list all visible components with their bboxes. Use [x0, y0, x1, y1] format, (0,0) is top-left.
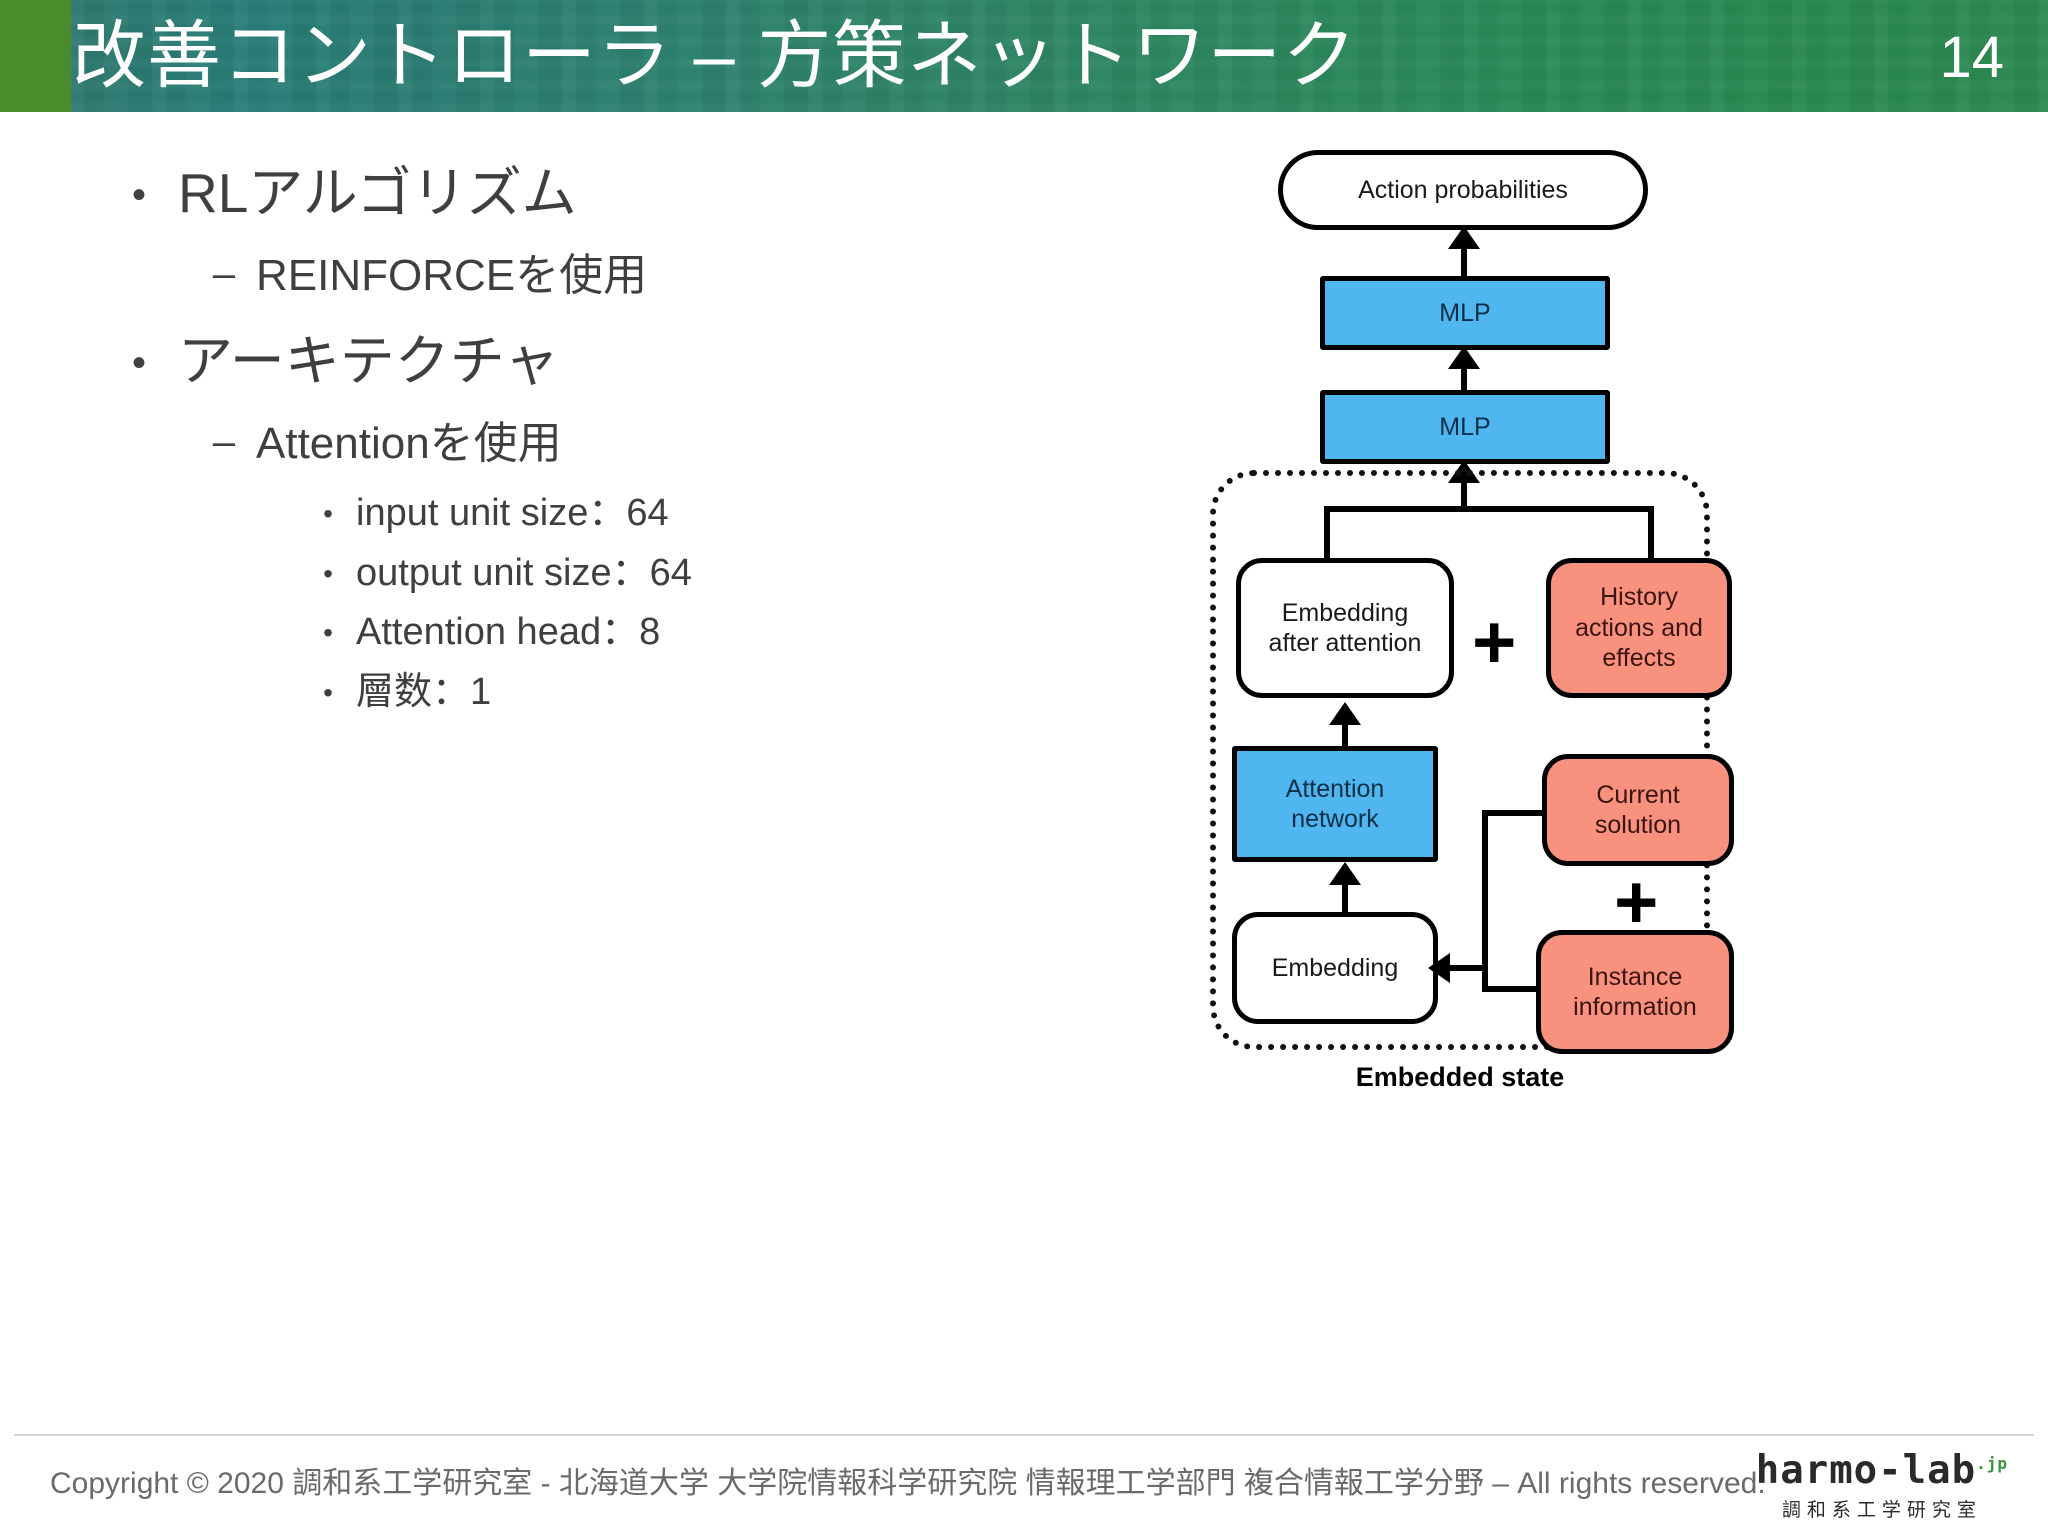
- node-mlp-bottom: MLP: [1320, 390, 1610, 464]
- list-item: • input unit size：64: [300, 492, 692, 536]
- bullet-rl-algorithm-label: RLアルゴリズム: [178, 162, 577, 224]
- harmo-lab-logo: harmo-lab.jp 調和系工学研究室: [1756, 1448, 2008, 1522]
- logo-wordmark-text: harmo-lab: [1755, 1448, 1977, 1493]
- merge-bus-line: [1324, 506, 1654, 512]
- node-action-probabilities: Action probabilities: [1278, 150, 1648, 230]
- bullet-marker-level3: •: [323, 617, 333, 649]
- bullet-marker-level1: •: [131, 173, 146, 217]
- node-label-line1: Instance: [1587, 962, 1683, 991]
- node-label-line2: information: [1573, 993, 1697, 1021]
- bullet-marker-level3: •: [323, 557, 333, 589]
- bullet-group-rl-algorithm: • RLアルゴリズム – REINFORCEを使用: [100, 162, 647, 302]
- bullet-marker-level2: –: [212, 420, 236, 465]
- hyperparam-output-unit-size: output unit size：64: [356, 551, 692, 594]
- edge-arrowhead: [1329, 862, 1361, 885]
- edge-line: [1461, 464, 1467, 510]
- hyperparam-attention-head: Attention head：8: [356, 611, 661, 654]
- node-label: Embedding: [1271, 953, 1399, 982]
- node-label: MLP: [1439, 412, 1491, 441]
- node-history-actions-and-effects: History actions and effects: [1546, 558, 1732, 698]
- bullet-marker-level1: •: [131, 341, 146, 385]
- bullet-reinforce: – REINFORCEを使用: [192, 251, 647, 302]
- node-label-line3: effects: [1602, 644, 1676, 673]
- edge-arrowhead: [1329, 702, 1361, 725]
- node-embedding: Embedding: [1232, 912, 1438, 1024]
- node-label: Action probabilities: [1358, 175, 1568, 204]
- edge-line: [1450, 965, 1486, 971]
- edge-arrowhead: [1448, 346, 1480, 369]
- edge-line: [1482, 810, 1488, 992]
- bullet-marker-level3: •: [323, 676, 333, 708]
- slide-title: 改善コントローラ – 方策ネットワーク: [72, 14, 1358, 97]
- node-current-solution: Current solution: [1542, 754, 1734, 866]
- node-label-line2: solution: [1594, 811, 1682, 839]
- logo-subtitle: 調和系工学研究室: [1781, 1500, 1982, 1521]
- hyperparam-num-layers: 層数：1: [356, 670, 492, 713]
- bullet-marker-level3: •: [323, 497, 333, 529]
- node-label-line1: Attention: [1285, 774, 1385, 803]
- header-binary-texture: [70, 0, 2048, 112]
- edge-line: [1342, 866, 1348, 916]
- node-label-line2: actions and: [1575, 613, 1703, 642]
- edge-line: [1324, 506, 1330, 562]
- slide-header: 改善コントローラ – 方策ネットワーク 14: [0, 0, 2048, 112]
- edge-line: [1461, 350, 1467, 394]
- list-item: • 層数：1: [300, 671, 692, 715]
- plus-operator-top: +: [1472, 600, 1517, 685]
- bullet-rl-algorithm: • RLアルゴリズム: [100, 162, 647, 225]
- bullet-architecture-label: アーキテクチャ: [178, 330, 560, 392]
- bullet-attention: – Attentionを使用: [192, 419, 692, 470]
- logo-wordmark: harmo-lab.jp: [1756, 1448, 2008, 1493]
- node-mlp-top: MLP: [1320, 276, 1610, 350]
- bullet-architecture: • アーキテクチャ: [100, 330, 692, 393]
- node-embedding-after-attention: Embedding after attention: [1236, 558, 1454, 698]
- header-green-accent-bar: [0, 0, 70, 112]
- edge-line: [1648, 506, 1654, 562]
- list-item: • output unit size：64: [300, 552, 692, 596]
- node-attention-network: Attention network: [1232, 746, 1438, 862]
- policy-network-diagram: Action probabilities MLP MLP Embedded st…: [1210, 150, 1850, 1092]
- node-label-line1: Current: [1596, 780, 1680, 809]
- logo-tld: .jp: [1976, 1454, 2008, 1473]
- edge-line: [1461, 230, 1467, 278]
- list-item: • Attention head：8: [300, 611, 692, 655]
- edge-line: [1482, 986, 1540, 992]
- node-instance-information: Instance information: [1536, 930, 1734, 1054]
- footer-copyright: Copyright © 2020 調和系工学研究室 - 北海道大学 大学院情報科…: [50, 1467, 1766, 1500]
- plus-operator-bottom: +: [1614, 860, 1659, 945]
- bullet-attention-label: Attentionを使用: [256, 419, 562, 469]
- edge-line: [1482, 810, 1544, 816]
- edge-arrowhead: [1428, 953, 1450, 983]
- edge-line: [1342, 706, 1348, 750]
- hyperparam-input-unit-size: input unit size：64: [356, 491, 669, 534]
- node-label: MLP: [1439, 298, 1491, 327]
- bullet-list-hyperparameters: • input unit size：64 • output unit size：…: [300, 492, 692, 715]
- node-label-line2: network: [1291, 805, 1379, 833]
- footer-divider: [14, 1434, 2034, 1436]
- node-label-line2: after attention: [1268, 629, 1422, 657]
- embedded-state-caption: Embedded state: [1355, 1062, 1565, 1092]
- bullet-marker-level2: –: [212, 252, 236, 297]
- bullet-reinforce-label: REINFORCEを使用: [256, 251, 648, 301]
- node-label-line1: History: [1600, 583, 1678, 612]
- edge-arrowhead: [1448, 226, 1480, 249]
- page-number: 14: [1939, 25, 2004, 90]
- bullet-group-architecture: • アーキテクチャ – Attentionを使用 • input unit si…: [100, 330, 692, 731]
- node-label-line1: Embedding: [1281, 598, 1409, 627]
